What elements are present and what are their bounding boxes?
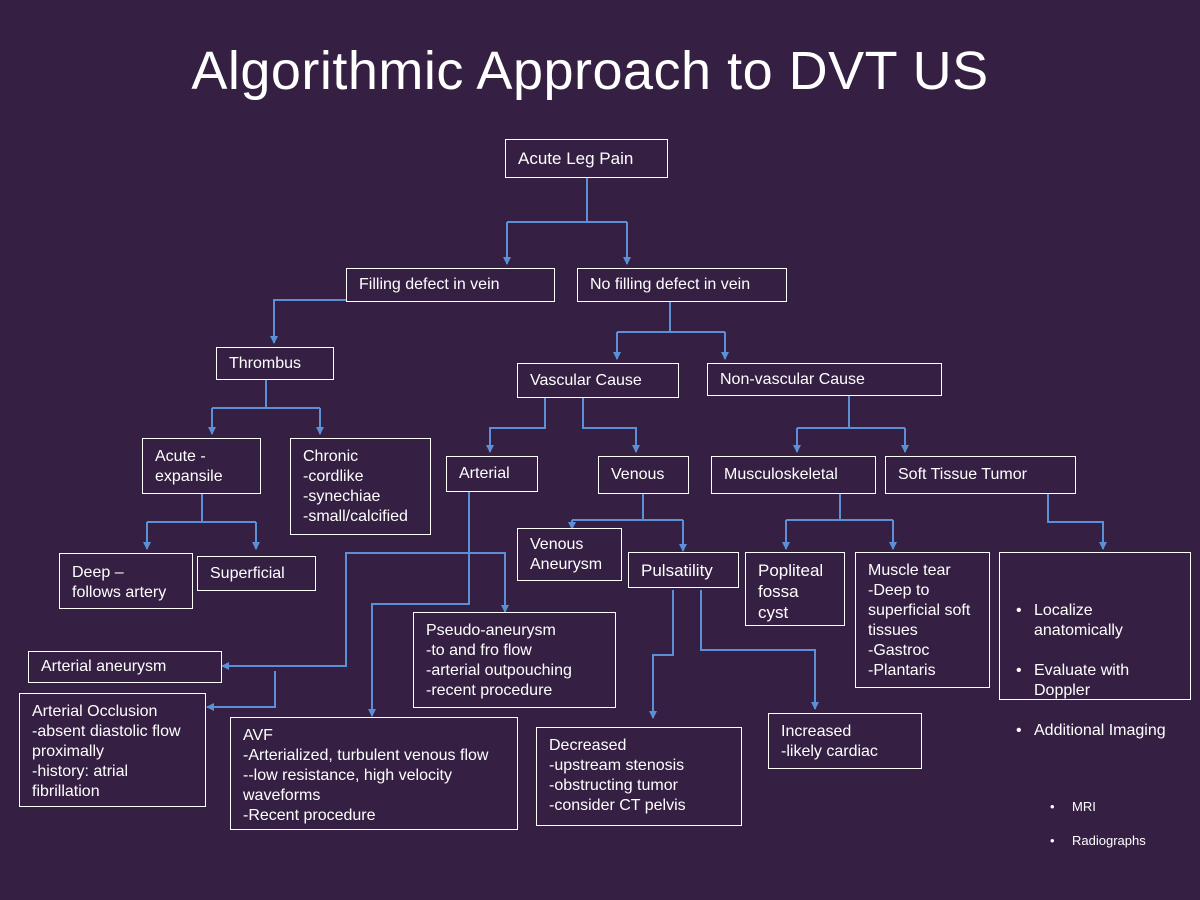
- imaging-sublist: MRI Radiographs: [1012, 781, 1180, 866]
- arterial-occlusion-node: Arterial Occlusion -absent diastolic flo…: [19, 693, 206, 807]
- link-arterial-to-avf: [368, 492, 470, 717]
- no-filling-defect-node: No filling defect in vein: [577, 268, 787, 302]
- step-localize: Localize anatomically: [1016, 601, 1180, 641]
- popliteal-cyst-node: Popliteal fossa cyst: [745, 552, 845, 626]
- avf-node: AVF -Arterialized, turbulent venous flow…: [230, 717, 518, 830]
- link-thrombus-split: [212, 380, 320, 409]
- link-vascular-to-arterial: [486, 398, 546, 453]
- page-title: Algorithmic Approach to DVT US: [191, 41, 989, 101]
- thrombus-node: Thrombus: [216, 347, 334, 380]
- arterial-node: Arterial: [446, 456, 538, 492]
- acute-leg-pain-node: Acute Leg Pain: [505, 139, 668, 178]
- link-venous-split: [572, 494, 683, 521]
- chronic-node: Chronic -cordlike -synechiae -small/calc…: [290, 438, 431, 535]
- link-filling-to-thrombus: [270, 299, 418, 344]
- venous-aneurysm-node: Venous Aneurysm: [517, 528, 622, 581]
- acute-expansile-node: Acute - expansile: [142, 438, 261, 494]
- link-tumor-to-steps: [1047, 494, 1107, 550]
- nonvascular-cause-node: Non-vascular Cause: [707, 363, 942, 396]
- vascular-cause-node: Vascular Cause: [517, 363, 679, 398]
- pseudoaneurysm-node: Pseudo-aneurysm -to and fro flow -arteri…: [413, 612, 616, 708]
- link-vascular-to-venous: [582, 398, 640, 453]
- tumor-steps-list: Localize anatomically Evaluate with Dopp…: [1012, 581, 1180, 761]
- superficial-node: Superficial: [197, 556, 316, 591]
- soft-tissue-tumor-node: Soft Tissue Tumor: [885, 456, 1076, 494]
- substep-radiographs: Radiographs: [1050, 832, 1180, 849]
- increased-node: Increased -likely cardiac: [768, 713, 922, 769]
- link-no-filling-split: [617, 302, 725, 333]
- link-nonvascular-split: [797, 396, 905, 429]
- substep-mri: MRI: [1050, 798, 1180, 815]
- step-imaging: Additional Imaging: [1016, 721, 1180, 741]
- decreased-node: Decreased -upstream stenosis -obstructin…: [536, 727, 742, 826]
- link-acute-exp-split: [147, 494, 256, 523]
- muscle-tear-node: Muscle tear -Deep to superficial soft ti…: [855, 552, 990, 688]
- link-msk-split: [786, 494, 893, 521]
- deep-node: Deep – follows artery: [59, 553, 193, 609]
- step-doppler: Evaluate with Doppler: [1016, 661, 1180, 701]
- link-pulsatility-to-decreased: [649, 590, 674, 719]
- pulsatility-node: Pulsatility: [628, 552, 739, 588]
- musculoskeletal-node: Musculoskeletal: [711, 456, 876, 494]
- link-acute-to-split: [507, 178, 627, 223]
- link-arterial-to-aneurysm: [221, 606, 347, 670]
- arterial-aneurysm-node: Arterial aneurysm: [28, 651, 222, 683]
- venous-node: Venous: [598, 456, 689, 494]
- filling-defect-node: Filling defect in vein: [346, 268, 555, 302]
- link-arterial-to-occlusion: [206, 671, 276, 711]
- tumor-workup-node: Localize anatomically Evaluate with Dopp…: [999, 552, 1191, 849]
- link-arterial-to-pseudo: [345, 552, 509, 613]
- link-pulsatility-to-increased: [700, 590, 819, 710]
